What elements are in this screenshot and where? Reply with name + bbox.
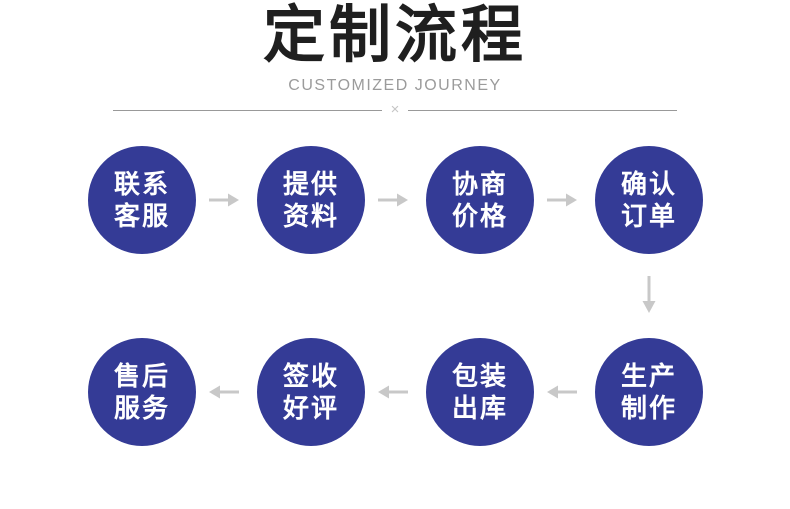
flow-step-after-sales-service: 售后 服务 [88, 338, 196, 446]
step-label-line2: 好评 [282, 393, 339, 423]
divider: × [113, 101, 678, 118]
step-label-line1: 确认 [620, 169, 677, 199]
flow-step-production: 生产 制作 [595, 338, 703, 446]
page-title: 定制流程 [262, 1, 527, 70]
flow-step-contact-service: 联系 客服 [88, 146, 196, 254]
step-label-line2: 客服 [113, 201, 170, 231]
arrow-left-icon [378, 383, 408, 401]
step-label-line2: 资料 [282, 201, 339, 231]
step-label-line1: 包装 [451, 361, 508, 391]
step-label-line1: 联系 [113, 169, 170, 199]
flow-step-provide-materials: 提供 资料 [257, 146, 365, 254]
step-label-line2: 出库 [451, 393, 508, 423]
flow-step-sign-review: 签收 好评 [257, 338, 365, 446]
page-subtitle: CUSTOMIZED JOURNEY [288, 77, 502, 94]
arrow-right-icon [378, 191, 408, 209]
step-label-line1: 签收 [282, 361, 339, 391]
step-label-line2: 订单 [620, 201, 677, 231]
step-label-line2: 制作 [620, 393, 677, 423]
flow-step-negotiate-price: 协商 价格 [426, 146, 534, 254]
step-label-line2: 价格 [451, 201, 508, 231]
step-label-line2: 服务 [113, 393, 170, 423]
step-label-line1: 售后 [113, 361, 170, 391]
divider-line-right [408, 109, 678, 111]
divider-line-left [113, 109, 382, 111]
arrow-right-icon [209, 191, 239, 209]
arrow-right-icon [547, 191, 577, 209]
arrow-left-icon [547, 383, 577, 401]
divider-x-mark: × [390, 101, 400, 118]
arrow-left-icon [209, 383, 239, 401]
arrow-down-icon [640, 276, 658, 313]
flow-step-pack-ship: 包装 出库 [426, 338, 534, 446]
flow-step-confirm-order: 确认 订单 [595, 146, 703, 254]
step-label-line1: 提供 [282, 169, 339, 199]
step-label-line1: 生产 [620, 361, 677, 391]
step-label-line1: 协商 [451, 169, 508, 199]
